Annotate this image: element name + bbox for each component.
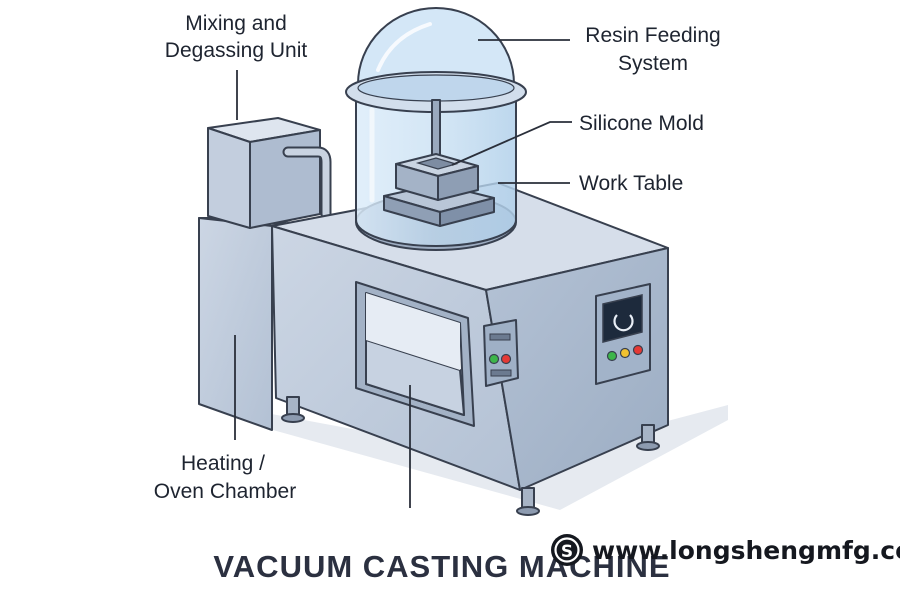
watermark-url: www.longshengmfg.com: [592, 536, 900, 565]
leader-mold: [451, 121, 572, 166]
watermark-logo-icon: S: [551, 534, 583, 566]
machine-legs: [281, 396, 660, 516]
label-work-table: Work Table: [579, 172, 683, 195]
front-green-light: [488, 353, 500, 365]
front-red-light: [500, 353, 512, 365]
label-heating-line2: Oven Chamber: [154, 480, 296, 503]
diagram-title: VACUUM CASTING MACHINE: [213, 549, 670, 584]
side-control-panel: [595, 283, 651, 385]
front-control-panel: [483, 319, 519, 387]
label-resin-line2: System: [618, 52, 688, 75]
label-mixing-line1: Mixing and: [185, 12, 287, 35]
resin-feed-rod: [431, 99, 441, 163]
label-mixing-line2: Degassing Unit: [165, 39, 308, 62]
side-green-light: [606, 350, 618, 362]
side-red-light: [632, 344, 644, 356]
side-yellow-light: [619, 347, 631, 359]
label-resin-line1: Resin Feeding: [585, 24, 720, 47]
label-silicone-mold: Silicone Mold: [579, 112, 704, 135]
mixing-degassing-unit: [207, 117, 321, 229]
oven-opening: [355, 281, 475, 427]
svg-text:S: S: [561, 542, 573, 562]
label-heating-line1: Heating /: [181, 452, 265, 475]
